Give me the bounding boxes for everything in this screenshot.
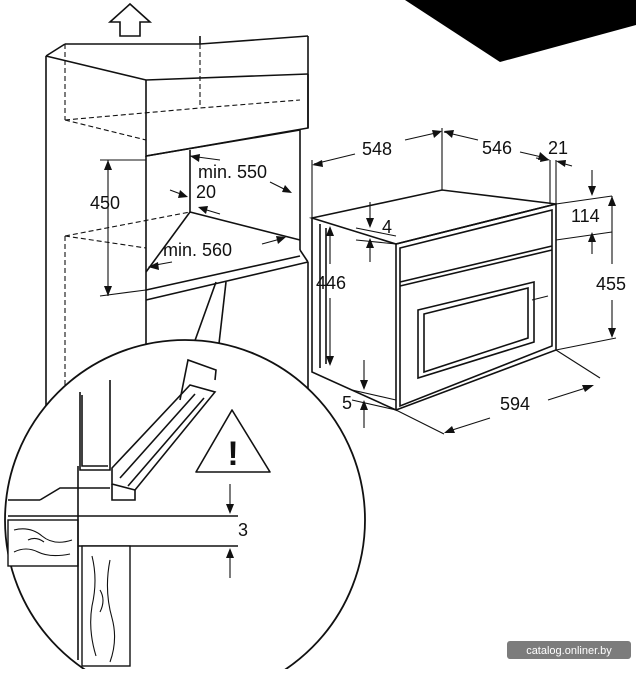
dim-3: 3 xyxy=(226,484,248,578)
corner-shape xyxy=(405,0,636,62)
dim-4: 4 xyxy=(355,202,397,262)
oven xyxy=(308,189,557,412)
dim-446-label: 446 xyxy=(316,273,346,293)
detail-circle xyxy=(4,339,366,674)
dim-min-550-label: min. 550 xyxy=(198,162,267,182)
dim-548: 548 xyxy=(311,128,443,218)
dim-20: 20 xyxy=(169,182,221,215)
dim-450: 450 xyxy=(90,159,147,297)
watermark: catalog.onliner.by xyxy=(507,641,631,659)
dim-5: 5 xyxy=(342,360,397,428)
dim-455: 455 xyxy=(555,196,626,351)
up-arrow-icon xyxy=(107,2,153,37)
dim-594: 594 xyxy=(395,349,601,435)
cabinet xyxy=(45,35,309,490)
dim-594-label: 594 xyxy=(500,394,530,414)
dim-20-label: 20 xyxy=(196,182,216,202)
dim-21: 21 xyxy=(535,138,573,204)
dim-4-label: 4 xyxy=(382,217,392,237)
dim-546-label: 546 xyxy=(482,138,512,158)
dim-5-label: 5 xyxy=(342,393,352,413)
dim-114: 114 xyxy=(555,170,613,254)
dim-546: 546 xyxy=(443,130,548,160)
dim-446: 446 xyxy=(316,226,346,366)
dim-21-label: 21 xyxy=(548,138,568,158)
dim-548-label: 548 xyxy=(362,139,392,159)
dim-min-560: min. 560 xyxy=(148,236,286,270)
warning-exclamation: ! xyxy=(227,435,238,473)
dim-3-label: 3 xyxy=(238,520,248,540)
watermark-text: catalog.onliner.by xyxy=(526,645,612,657)
dim-450-label: 450 xyxy=(90,193,120,213)
dim-min-550: min. 550 xyxy=(189,154,292,193)
dim-114-label: 114 xyxy=(571,206,600,226)
dim-455-label: 455 xyxy=(596,274,626,294)
dim-min-560-label: min. 560 xyxy=(163,240,232,260)
warning-triangle-icon: ! xyxy=(195,409,271,473)
